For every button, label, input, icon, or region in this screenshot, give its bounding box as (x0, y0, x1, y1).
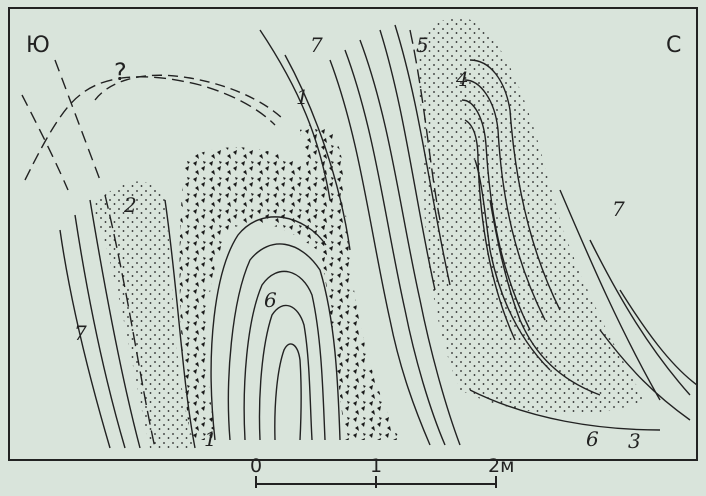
unit-label-1-bottom: 1 (204, 427, 217, 451)
unit-label-7-left: 7 (74, 321, 87, 345)
unit-label-4: 4 (455, 67, 469, 91)
unit-1-breccia-left (180, 147, 330, 440)
unit-label-6-right: 6 (586, 427, 599, 451)
unit-4-5-sand-fold (418, 18, 645, 414)
scale-tick-0: 0 (250, 455, 262, 477)
south-direction-label: Ю (26, 33, 50, 58)
question-mark: ? (114, 58, 127, 86)
unit-label-7-top: 7 (310, 33, 323, 57)
scale-tick-1: 1 (370, 455, 382, 477)
scale-tick-2m: 2м (488, 455, 514, 477)
unit-label-5: 5 (416, 33, 429, 57)
unit-2-sand-band (92, 181, 195, 448)
scale-bar (256, 476, 496, 488)
unit-label-3: 3 (628, 429, 641, 453)
unit-1-breccia-middle (300, 124, 400, 440)
unit-label-2: 2 (123, 193, 137, 217)
unit-label-7-right: 7 (612, 197, 625, 221)
north-direction-label: С (666, 33, 681, 58)
unit-label-1-top: 1 (296, 85, 309, 109)
unit-label-6-center: 6 (264, 288, 277, 312)
